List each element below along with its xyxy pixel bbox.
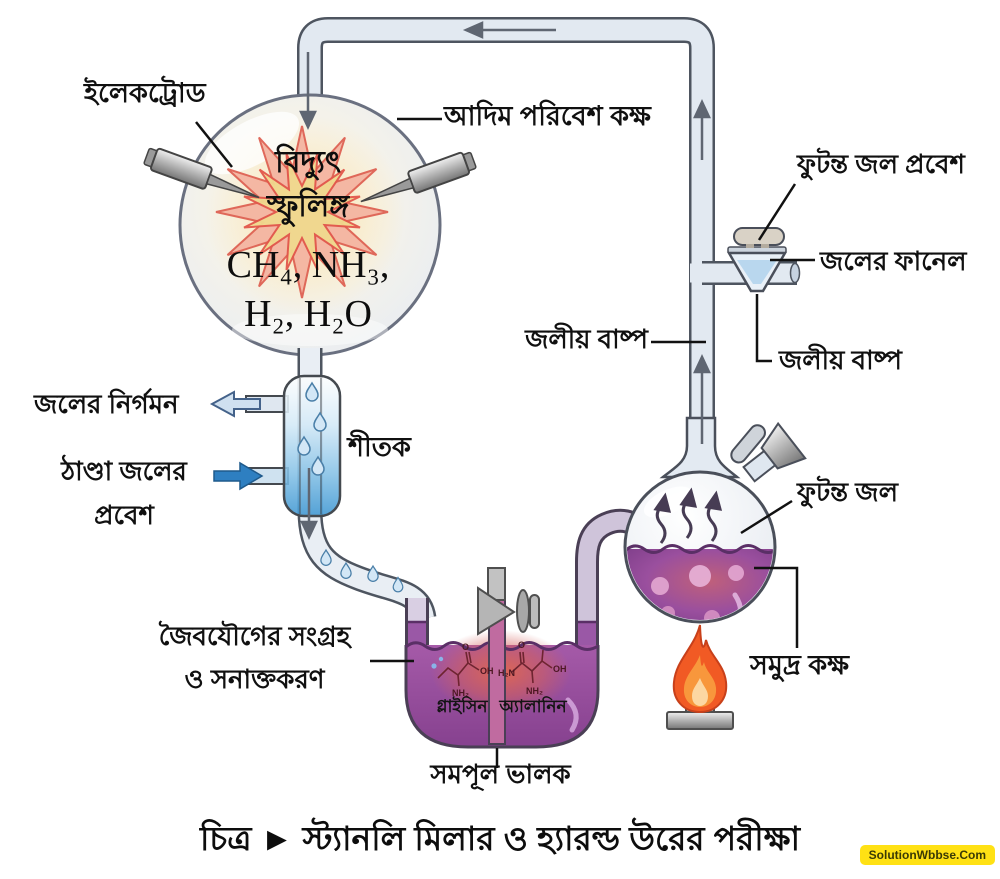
flow-arrows (299, 21, 711, 540)
label-primitive-env-chamber: আদিম পরিবেশ কক্ষ (444, 101, 651, 131)
pointer-lines (195, 117, 815, 768)
label-water-vapor-left: জলীয় বাষ্প (525, 324, 648, 354)
alanine-atom-nh2: NH₂ (526, 686, 543, 696)
spark-chamber-text-line1: বিদ্যুৎ (275, 146, 341, 179)
glycine-atom-oh: OH (480, 666, 494, 676)
electrode-left-icon (143, 147, 260, 199)
steam-arrows-icon (653, 487, 723, 544)
sample-valve-icon (477, 567, 540, 636)
label-water-vapor-right: জলীয় বাষ্প (779, 345, 902, 375)
alanine-label: অ্যালানিন (498, 695, 567, 716)
watermark-badge: SolutionWbbse.Com (859, 845, 995, 865)
flask-stopper-icon (730, 421, 807, 483)
label-water-outlet: জলের নির্গমন (34, 389, 179, 419)
glycine-atom-nh2: NH₂ (452, 688, 469, 698)
alanine-atom-o: O (518, 640, 525, 650)
spark-chamber-gases-line1: CH₄, NH₃, (226, 244, 390, 286)
water-outlet-arrow (209, 390, 261, 418)
label-water-funnel: জলের ফানেল (820, 246, 967, 276)
u-trap-vessel (404, 508, 654, 749)
spark-chamber-text-line2: স্ফুলিঙ্গ (266, 190, 350, 223)
alanine-atom-oh: OH (553, 664, 567, 674)
label-sea-chamber: সমুদ্র কক্ষ (750, 650, 850, 680)
label-cold-water-line1: ঠাণ্ডা জলের (61, 456, 187, 486)
glycine-structure (431, 651, 480, 687)
glycine-label: গ্লাইসিন (436, 695, 488, 716)
spark-chamber-gases-line2: H₂, H₂O (244, 293, 372, 335)
label-sample-valve: সমপূল ভালক (430, 759, 571, 789)
label-organics-line1: জৈবযৌগের সংগ্রহ (158, 621, 351, 651)
glycine-atom-o: O (462, 642, 469, 652)
alanine-structure (511, 649, 553, 684)
label-electrode: ইলেকট্রোড (84, 78, 206, 108)
label-cold-water-line2: প্রবেশ (94, 500, 154, 530)
figure-caption: চিত্র ► স্ট্যানলি মিলার ও হ্যারল্ড উরের … (199, 820, 801, 857)
condensed-droplets (297, 381, 404, 593)
water-funnel-icon (726, 227, 788, 293)
label-organics-line2: ও সনাক্তকরণ (184, 664, 325, 694)
condenser-jacket (245, 374, 342, 518)
label-condenser: শীতক (348, 432, 411, 462)
electrode-right-icon (360, 151, 477, 203)
alanine-atom-h2n: H₂N (498, 668, 515, 678)
electric-spark-icon (215, 125, 389, 299)
label-boiling-water-inlet: ফুটন্ত জল প্রবেশ (797, 149, 965, 179)
cold-water-inlet-arrow (213, 461, 264, 491)
burner-flame-icon (666, 624, 734, 730)
label-boiling-water: ফুটন্ত জল (797, 477, 898, 507)
